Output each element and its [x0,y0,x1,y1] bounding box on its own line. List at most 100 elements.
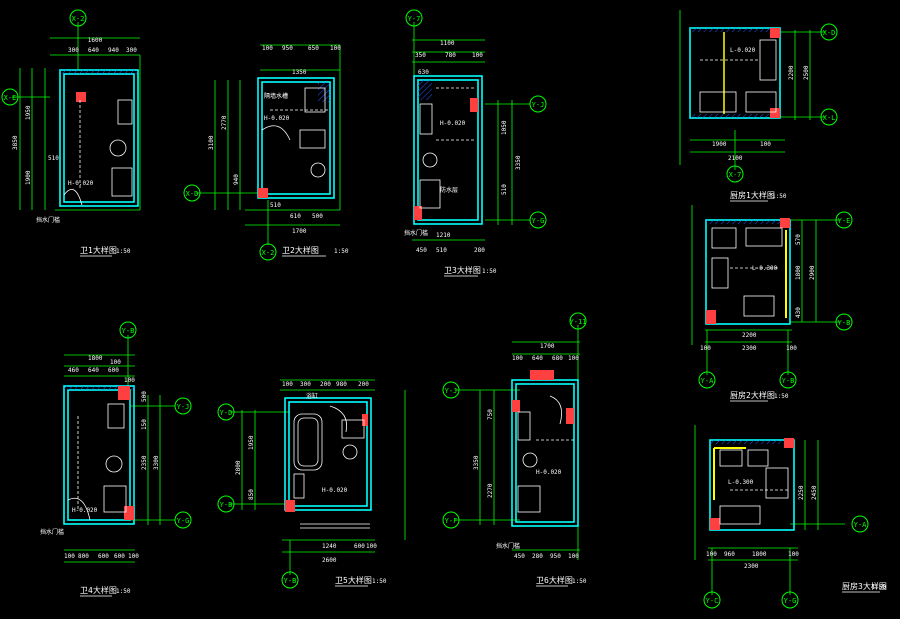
dim-text: 610 [290,213,301,220]
dim-text: 600 [354,543,365,550]
plan-title: 卫6大样图 [536,575,573,585]
level-label: H-0.020 [322,487,348,494]
plan-wc2: X-2 X-D 100 950 650 100 1350 3100 2770 9… [183,44,349,261]
dim-text: 750 [487,409,494,420]
dim-text: 1350 [292,69,307,76]
dim-text: 100 [472,52,483,59]
dim-text: 2450 [811,485,818,500]
dim-text: 100 [568,553,579,560]
dim-text: 800 [78,553,89,560]
plan-scale: 1:50 [772,193,787,200]
dim-text: 100 [568,355,579,362]
plan-scale: 1:50 [116,588,131,595]
room-label: 挡水门槛 [40,528,64,536]
level-label: L-0.300 [752,265,778,272]
dim-text: 680 [552,355,563,362]
axis-label: Y-A [854,521,867,529]
plan-title: 厨房3大样图 [842,581,887,591]
dim-text: 2270 [487,483,494,498]
dim-text: 600 [108,367,119,374]
dim-text: 100 [788,551,799,558]
dim-text: 2300 [742,345,757,352]
dim-text: 940 [108,47,119,54]
dim-text: 2100 [728,155,743,162]
dim-text: 1210 [436,232,451,239]
dim-text: 200 [358,381,369,388]
dim-text: 100 [760,141,771,148]
dim-text: 1800 [795,265,802,280]
axis-label: Y-J [177,403,190,411]
dim-text: 3850 [12,135,19,150]
dim-text: 500 [141,391,148,402]
dim-text: 2200 [742,332,757,339]
plan-kitchen-1: X-D X-L X-7 2200 2500 1900 100 2100 L-0.… [679,10,838,202]
dim-text: 640 [88,47,99,54]
plan-title: 卫1大样图 [80,245,117,255]
dim-text: 1700 [540,343,555,350]
dim-text: 650 [308,45,319,52]
axis-label: Y-B [220,501,233,509]
room-label: 挡水门槛 [36,216,60,224]
dim-text: 100 [700,345,711,352]
dim-text: 100 [282,381,293,388]
dim-text: 2600 [322,557,337,564]
dim-text: 350 [415,52,426,59]
level-label: H-0.020 [536,469,562,476]
dim-text: 2500 [803,65,810,80]
plan-wc1: X-2 X-E 1600 300 640 940 300 3850 1950 1… [1,9,141,257]
dim-text: 2770 [221,115,228,130]
dim-text: 100 [128,553,139,560]
dim-text: 1900 [712,141,727,148]
dim-text: 100 [786,345,797,352]
dim-text: 100 [706,551,717,558]
dim-text: 1800 [752,551,767,558]
dim-text: 450 [416,247,427,254]
plan-title: 厨房1大样图 [730,190,775,200]
axis-label: Y-C [706,597,719,605]
level-label: H-0.020 [264,115,290,122]
dim-text: 100 [262,45,273,52]
dim-text: 1050 [501,120,508,135]
plan-scale: 1:50 [774,393,789,400]
dim-text: 100 [110,359,121,366]
plan-title: 卫2大样图 [282,245,319,255]
dim-text: 200 [320,381,331,388]
dim-text: 510 [48,155,59,162]
dim-text: 960 [724,551,735,558]
dim-text: 100 [512,355,523,362]
plan-kitchen-2: Y-E Y-B Y-A Y-B 570 1800 2900 430 100 22… [691,205,853,402]
dim-text: 450 [514,553,525,560]
dim-text: 3100 [208,135,215,150]
axis-label: Y-B [284,577,297,585]
dim-text: 1700 [292,228,307,235]
axis-label: Y-A [701,377,714,385]
plan-title: 卫3大样图 [444,265,481,275]
axis-label: X-E [4,94,17,102]
plan-title: 厨房2大样图 [730,390,775,400]
level-label: H-0.020 [72,507,98,514]
dim-text: 2300 [744,563,759,570]
dim-text: 980 [336,381,347,388]
axis-label: X-D [186,190,199,198]
plan-scale: 1:50 [334,248,349,255]
axis-label: Y-F [445,517,458,525]
dim-text: 2350 [141,455,148,470]
axis-label: Y-B [838,319,851,327]
dim-text: 100 [64,553,75,560]
axis-label: Y-J [532,101,545,109]
room-label: 浴缸 [306,392,318,400]
plan-scale: 1:50 [116,248,131,255]
plan-wc4: Y-B Y-J Y-G 1800 100 460 640 600 100 330… [40,321,192,597]
dim-text: 1800 [88,355,103,362]
dim-text: 1240 [322,543,337,550]
axis-label: X-L [823,114,836,122]
axis-label: X-D [823,29,836,37]
dim-text: 950 [282,45,293,52]
axis-label: Y-E [838,217,851,225]
plan-wc5: Y-D Y-B Y-B 100 300 200 980 200 2800 195… [217,379,406,589]
plan-kitchen-3: Y-A Y-C Y-G 2250 2450 100 960 1800 100 2… [694,425,887,609]
level-label: H-0.020 [440,120,466,127]
axis-label: Y-G [532,217,545,225]
plan-scale: 1:50 [372,578,387,585]
dim-text: 1100 [440,40,455,47]
